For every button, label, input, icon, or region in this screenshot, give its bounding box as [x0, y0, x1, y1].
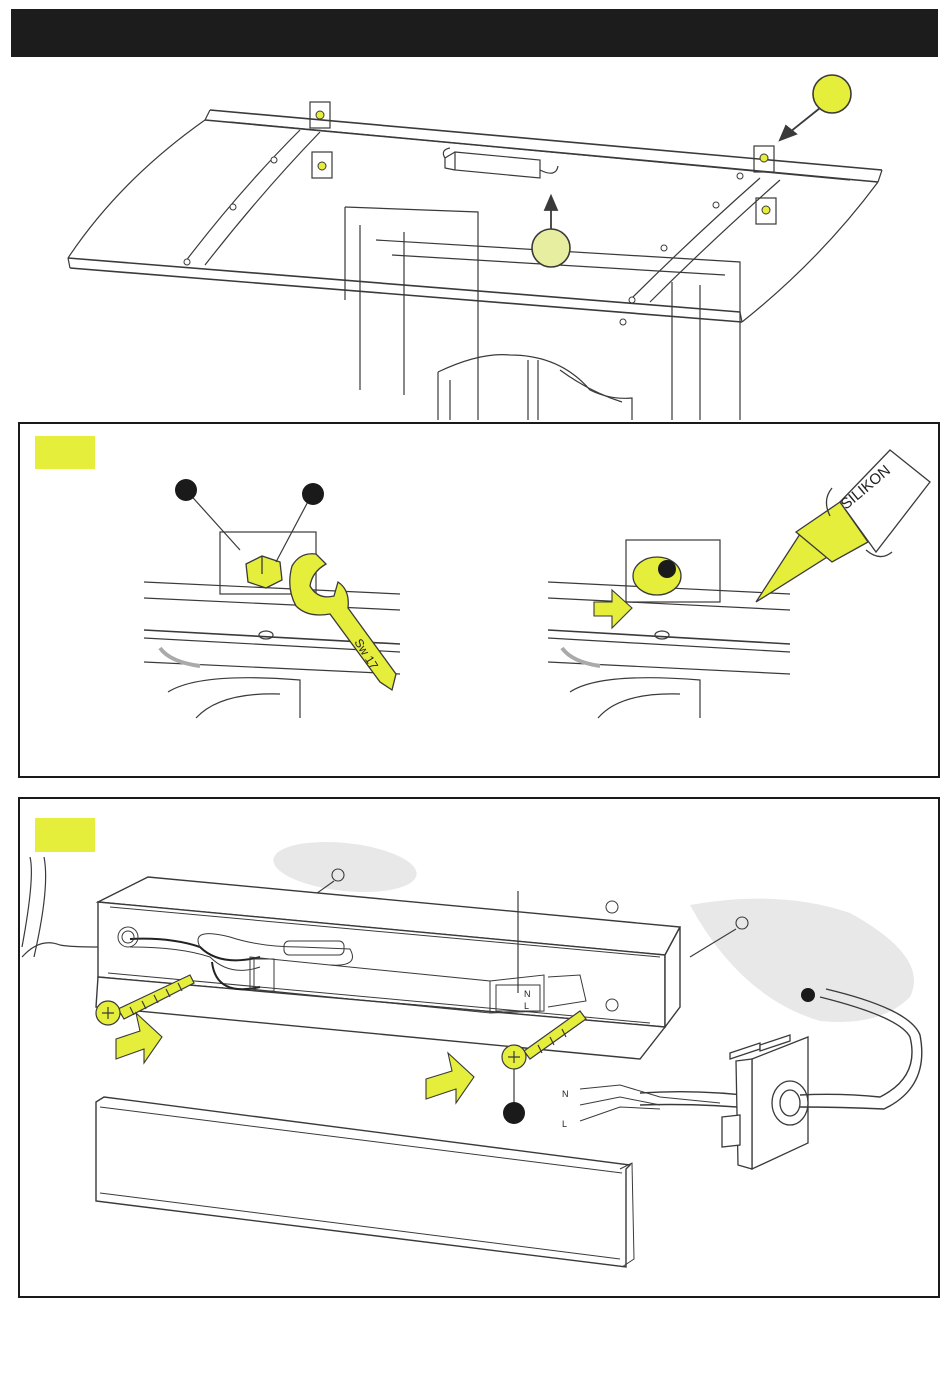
- callout-b-circle: [532, 229, 570, 267]
- step-3-illustration: N L N L: [0, 797, 950, 1298]
- push-arrow-icon: [116, 1013, 162, 1063]
- wire-L-label: L: [562, 1119, 567, 1129]
- terminal-N-label: N: [524, 989, 531, 999]
- silicone-tube-icon: [756, 450, 930, 602]
- push-arrow-icon: [426, 1053, 474, 1103]
- callout-a-circle: [813, 75, 851, 113]
- callout-dot-2: [302, 483, 324, 505]
- callout-dot-4: [503, 1102, 525, 1124]
- terminal-L-label: L: [524, 1001, 529, 1011]
- callout-dot-1: [175, 479, 197, 501]
- canopy-overview-illustration: [0, 0, 950, 420]
- wire-N-label: N: [562, 1089, 569, 1099]
- step-2-illustration: Sw 17 SILIKON: [0, 422, 950, 778]
- callout-dot-3: [658, 560, 676, 578]
